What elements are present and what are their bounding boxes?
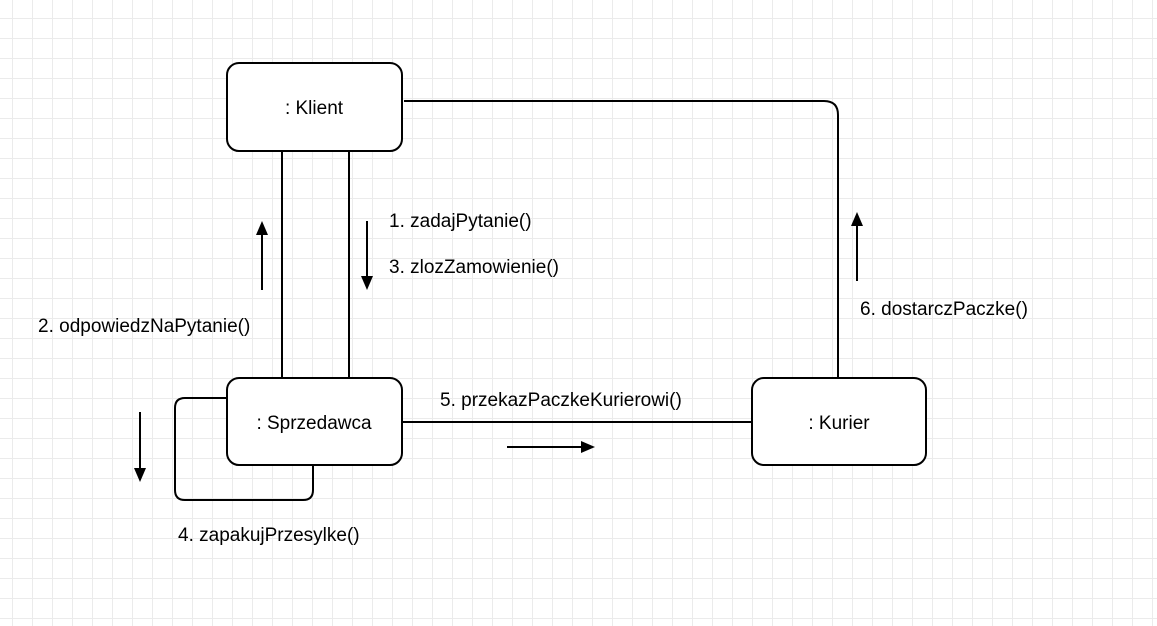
message-2-label: 2. odpowiedzNaPytanie() [38,316,250,337]
message-6-label: 6. dostarczPaczke() [860,299,1028,320]
message-1-label: 1. zadajPytanie() [389,211,532,232]
object-sprzedawca-label: : Sprzedawca [256,413,372,434]
arrow-up-odpowiedz [256,221,268,290]
message-5-label: 5. przekazPaczkeKurierowi() [440,390,682,411]
arrow-right-przekaz [507,441,595,453]
message-3-label: 3. zlozZamowienie() [389,257,559,278]
object-sprzedawca[interactable]: : Sprzedawca [226,377,403,466]
link-klient-kurier[interactable] [404,100,839,380]
self-link-sprzedawca[interactable] [174,397,314,501]
object-kurier-label: : Kurier [808,413,870,434]
arrow-down-zapakuj [134,412,146,482]
object-klient-label: : Klient [285,98,344,119]
object-kurier[interactable]: : Kurier [751,377,927,466]
arrow-up-dostarcz [851,212,863,281]
object-klient[interactable]: : Klient [226,62,403,152]
arrow-down-zadaj [361,221,373,290]
message-4-label: 4. zapakujPrzesylke() [178,525,360,546]
